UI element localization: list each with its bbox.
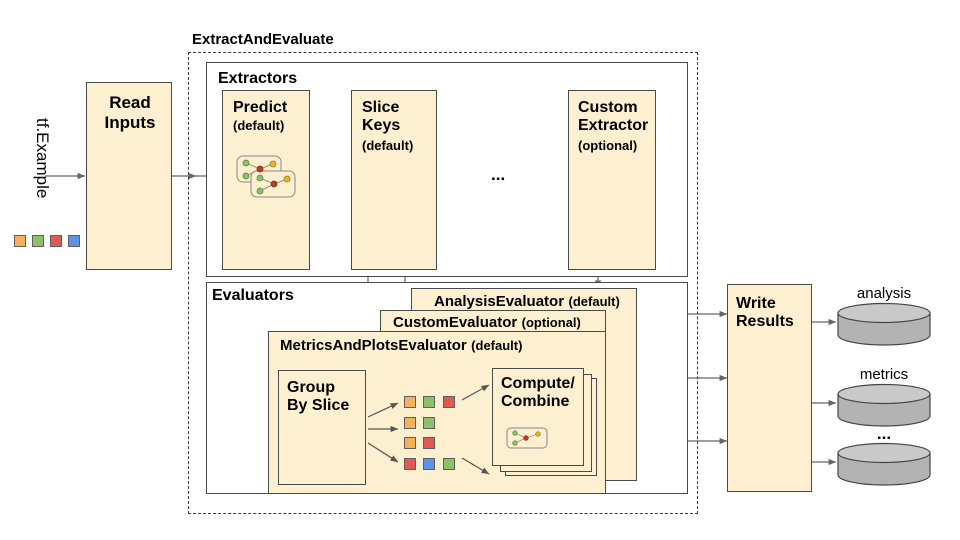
compute-combine-label: Compute/ Combine xyxy=(501,375,575,411)
compute-combine-box[interactable]: Compute/ Combine xyxy=(492,368,584,466)
database-cylinder-icon[interactable] xyxy=(836,302,932,346)
group-by-slice-label: Group By Slice xyxy=(287,379,350,415)
output-label-ellipsis: ... xyxy=(876,424,892,443)
extractor-custom-box[interactable]: Custom Extractor (optional) xyxy=(568,90,656,270)
extractor-custom-qualifier: (optional) xyxy=(578,138,638,153)
evaluator-metrics-plots-name: MetricsAndPlotsEvaluator xyxy=(280,337,467,354)
database-cylinder-icon[interactable] xyxy=(836,442,932,486)
extractors-label: Extractors xyxy=(218,70,298,87)
slice-swatch xyxy=(443,396,455,408)
slice-swatch xyxy=(404,396,416,408)
graph-icon xyxy=(236,155,296,198)
output-label-analysis: analysis xyxy=(856,285,912,302)
swatch-red xyxy=(50,235,62,247)
extract-and-evaluate-group xyxy=(188,52,698,514)
slice-swatch xyxy=(423,437,435,449)
read-inputs-box[interactable]: Read Inputs xyxy=(86,82,172,270)
evaluator-custom-name: CustomEvaluator xyxy=(393,314,518,331)
extractor-predict-qualifier: (default) xyxy=(233,118,285,133)
evaluator-analysis-qualifier: (default) xyxy=(568,294,620,309)
extractors-ellipsis: ... xyxy=(491,165,506,184)
evaluators-label: Evaluators xyxy=(212,287,294,304)
input-stream-label: tf.Example xyxy=(33,118,52,199)
slice-swatch xyxy=(404,417,416,429)
swatch-blue xyxy=(68,235,80,247)
extractor-predict-name: Predict xyxy=(233,99,288,116)
slice-swatch xyxy=(404,458,416,470)
extract-and-evaluate-title: ExtractAndEvaluate xyxy=(192,31,334,48)
slice-swatch xyxy=(423,417,435,429)
slice-swatch xyxy=(443,458,455,470)
graph-icon xyxy=(506,427,548,449)
read-inputs-label: Read Inputs xyxy=(104,93,156,132)
extractor-slice-keys-qualifier: (default) xyxy=(362,138,414,153)
group-by-slice-box[interactable]: Group By Slice xyxy=(278,370,366,485)
slice-swatch xyxy=(404,437,416,449)
extractor-predict-box[interactable]: Predict (default) xyxy=(222,90,310,270)
evaluator-analysis-name: AnalysisEvaluator xyxy=(434,293,565,310)
extractor-slice-keys-name: Slice Keys xyxy=(362,99,401,135)
evaluator-custom-qualifier: (optional) xyxy=(521,315,581,330)
write-results-box[interactable]: Write Results xyxy=(727,284,812,492)
evaluator-metrics-plots-qualifier: (default) xyxy=(471,338,523,353)
swatch-orange xyxy=(14,235,26,247)
output-label-metrics: metrics xyxy=(859,366,909,383)
extractor-slice-keys-box[interactable]: Slice Keys (default) xyxy=(351,90,437,270)
write-results-label: Write Results xyxy=(736,295,794,331)
extractor-custom-name: Custom Extractor xyxy=(578,99,649,135)
database-cylinder-icon[interactable] xyxy=(836,383,932,427)
swatch-green xyxy=(32,235,44,247)
slice-swatch xyxy=(423,396,435,408)
slice-swatch xyxy=(423,458,435,470)
